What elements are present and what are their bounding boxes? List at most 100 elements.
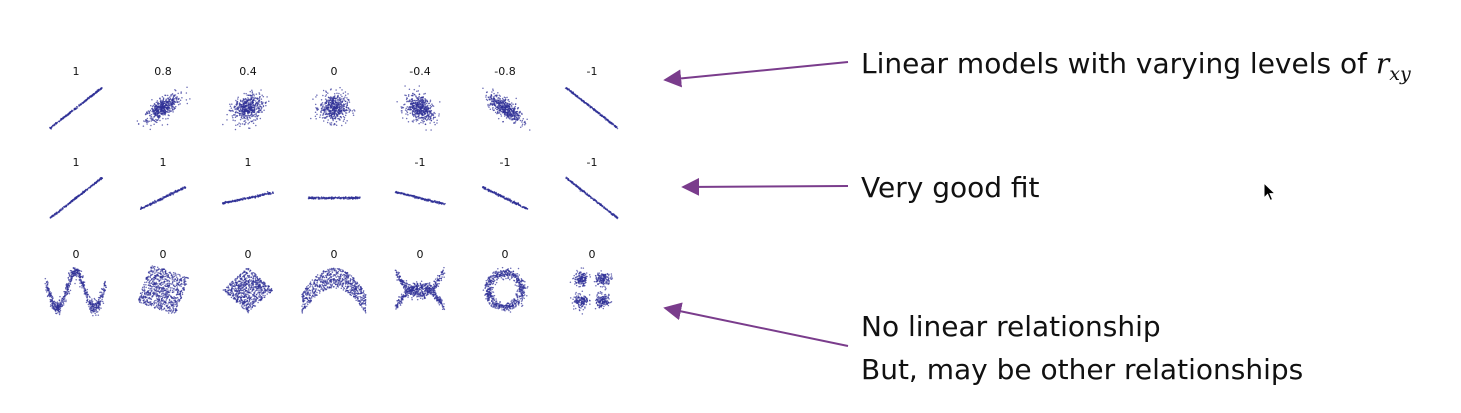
scatter-point: [170, 95, 172, 97]
scatter-point: [73, 108, 75, 110]
scatter-point: [173, 192, 176, 194]
scatter-point: [260, 98, 263, 100]
scatter-point: [341, 89, 343, 91]
scatter-point: [242, 112, 244, 114]
scatter-point: [523, 121, 526, 124]
correlation-label: -1: [587, 156, 598, 169]
scatter-point: [338, 99, 341, 101]
scatter-panel: 1: [139, 156, 187, 210]
correlation-label: 1: [160, 156, 167, 169]
scatter-point: [64, 205, 66, 207]
scatter-point: [320, 103, 323, 105]
scatter-point: [93, 93, 96, 95]
scatter-point: [421, 198, 423, 201]
scatter-point: [521, 112, 523, 115]
scatter-point: [432, 201, 434, 203]
scatter-point: [172, 105, 174, 107]
scatter-point: [486, 99, 489, 101]
scatter-point: [244, 114, 246, 117]
scatter-point: [424, 118, 427, 120]
scatter-point: [154, 105, 157, 108]
scatter-point: [63, 116, 66, 119]
scatter-point: [516, 115, 519, 117]
scatter-point: [431, 103, 433, 105]
scatter-point: [425, 102, 428, 105]
scatter-point: [340, 111, 342, 113]
scatter-point: [70, 110, 73, 113]
scatter-point: [232, 200, 234, 203]
scatter-point: [92, 94, 94, 96]
correlation-label: 0.4: [239, 65, 257, 78]
scatter-point: [55, 121, 57, 124]
scatter-point: [501, 99, 503, 102]
scatter-points: [307, 195, 361, 200]
scatter-point: [255, 124, 257, 127]
scatter-point: [251, 106, 254, 108]
scatter-point: [339, 107, 341, 110]
scatter-point: [255, 114, 257, 116]
scatter-point: [497, 117, 500, 120]
scatter-point: [502, 110, 504, 112]
scatter-point: [68, 112, 70, 115]
scatter-point: [409, 108, 412, 111]
scatter-point: [151, 99, 153, 101]
scatter-point: [253, 93, 255, 95]
scatter-point: [591, 107, 594, 110]
scatter-point: [230, 200, 232, 203]
scatter-point: [567, 179, 570, 181]
row-nonlinear: 0 0 0 0 0 0 0: [44, 248, 614, 317]
scatter-point: [168, 102, 170, 105]
scatter-point: [424, 115, 426, 118]
scatter-point: [161, 124, 164, 126]
scatter-point: [228, 109, 231, 112]
scatter-point: [233, 106, 236, 109]
scatter-point: [579, 187, 581, 190]
scatter-point: [234, 116, 237, 118]
scatter-point: [502, 121, 504, 123]
scatter-point: [418, 95, 420, 98]
scatter-point: [317, 197, 320, 199]
scatter-point: [491, 91, 493, 93]
scatter-point: [347, 198, 349, 200]
scatter-point: [252, 114, 254, 116]
scatter-point: [155, 118, 157, 121]
scatter-point: [253, 95, 255, 97]
scatter-point: [171, 100, 174, 102]
scatter-point: [261, 94, 263, 97]
scatter-point: [407, 113, 409, 116]
scatter-point: [335, 103, 337, 106]
scatter-point: [239, 123, 242, 125]
scatter-point: [154, 114, 157, 116]
scatter-point: [577, 186, 579, 188]
scatter-point: [237, 96, 239, 99]
scatter-point: [593, 199, 596, 201]
scatter-point: [488, 189, 490, 191]
scatter-point: [493, 92, 495, 95]
scatter-point: [396, 191, 398, 193]
scatter-point: [189, 98, 191, 100]
scatter-point: [345, 112, 348, 114]
scatter-point: [498, 94, 500, 96]
scatter-point: [404, 85, 406, 87]
scatter-point: [155, 107, 158, 110]
scatter-point: [506, 102, 509, 104]
scatter-point: [420, 98, 422, 100]
scatter-point: [320, 104, 322, 107]
scatter-point: [499, 98, 501, 100]
scatter-point: [258, 109, 260, 112]
scatter-point: [332, 101, 334, 104]
scatter-points: [394, 190, 446, 206]
scatter-point: [244, 104, 246, 107]
scatter-point: [343, 107, 345, 110]
scatter-point: [581, 189, 583, 191]
scatter-point: [170, 103, 172, 105]
scatter-point: [256, 97, 259, 99]
scatter-point: [331, 99, 333, 102]
scatter-point: [515, 119, 517, 121]
scatter-point: [406, 111, 409, 114]
scatter-panel: [307, 195, 361, 200]
scatter-point: [240, 111, 242, 113]
scatter-point: [68, 291, 70, 293]
scatter-point: [150, 124, 152, 127]
scatter-point: [580, 98, 582, 100]
